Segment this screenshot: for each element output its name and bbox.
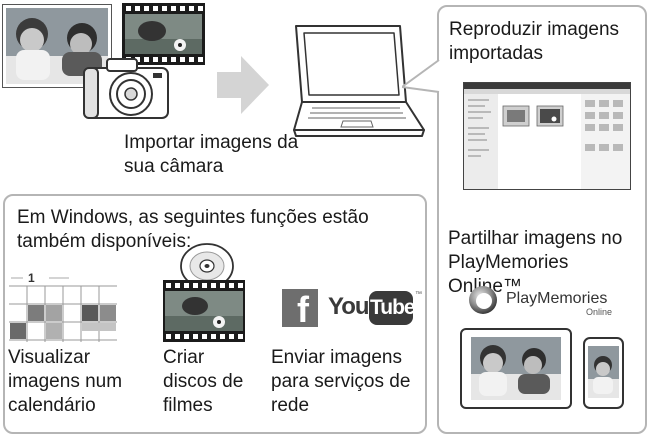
import-caption: Importar imagens da sua câmara	[124, 131, 324, 179]
calendar-day-number: 1	[28, 271, 35, 285]
youtube-logo-you: You	[328, 293, 370, 320]
youtube-logo-tube: Tube	[370, 296, 416, 319]
youtube-logo-tm: ™	[415, 291, 422, 298]
play-caption: Reproduzir imagens importadas	[449, 18, 639, 66]
playmemories-logo-subtext: Online	[586, 307, 613, 317]
youtube-logo: You Tube ™	[328, 289, 422, 329]
feature-network-caption: Enviar imagens para serviços de rede	[271, 346, 423, 418]
windows-heading: Em Windows, as seguintes funções estão t…	[17, 206, 417, 254]
camera-icon	[83, 56, 169, 120]
feature-calendar-line2: imagens num	[8, 371, 123, 392]
youtube-logo-tube-box	[369, 291, 413, 325]
feature-disc-caption: Criar discos de filmes	[163, 346, 263, 418]
windows-heading-line1: Em Windows, as seguintes funções estão	[17, 207, 369, 228]
share-caption-line1: Partilhar imagens no	[448, 228, 623, 249]
facebook-icon: f	[282, 289, 318, 330]
feature-disc-line2: discos de	[163, 371, 244, 392]
playmemories-logo-icon	[469, 286, 497, 314]
feature-calendar-line1: Visualizar	[8, 347, 91, 368]
feature-network-line1: Enviar imagens	[271, 347, 402, 368]
camera-photos-illustration	[0, 0, 215, 122]
feature-network-line2: para serviços de	[271, 371, 411, 392]
feature-disc-line3: filmes	[163, 395, 213, 416]
arrow-right-icon	[217, 56, 269, 114]
playmemories-logo-text: PlayMemories	[506, 290, 608, 307]
feature-calendar-line3: calendário	[8, 395, 96, 416]
feature-calendar-caption: Visualizar imagens num calendário	[8, 346, 148, 418]
panel-pointer	[402, 58, 442, 98]
play-caption-line2: importadas	[449, 43, 543, 64]
windows-heading-line2: também disponíveis:	[17, 231, 192, 252]
feature-network-line3: rede	[271, 395, 310, 416]
playmemories-logo: PlayMemories Online	[468, 283, 628, 323]
facebook-icon-letter: f	[297, 289, 309, 330]
kids-photo	[2, 4, 112, 88]
calendar-icon: 1	[9, 272, 117, 342]
laptop-icon	[288, 22, 426, 140]
tablet-icon	[460, 328, 572, 409]
feature-disc-line1: Criar	[163, 347, 205, 368]
import-caption-line2: sua câmara	[124, 156, 224, 177]
film-strip	[122, 3, 205, 65]
play-caption-line1: Reproduzir imagens	[449, 19, 620, 40]
movie-disc-icon	[163, 242, 245, 342]
import-caption-line1: Importar imagens da	[124, 132, 299, 153]
smartphone-icon	[583, 337, 624, 409]
playmemories-home-screenshot	[463, 82, 631, 190]
